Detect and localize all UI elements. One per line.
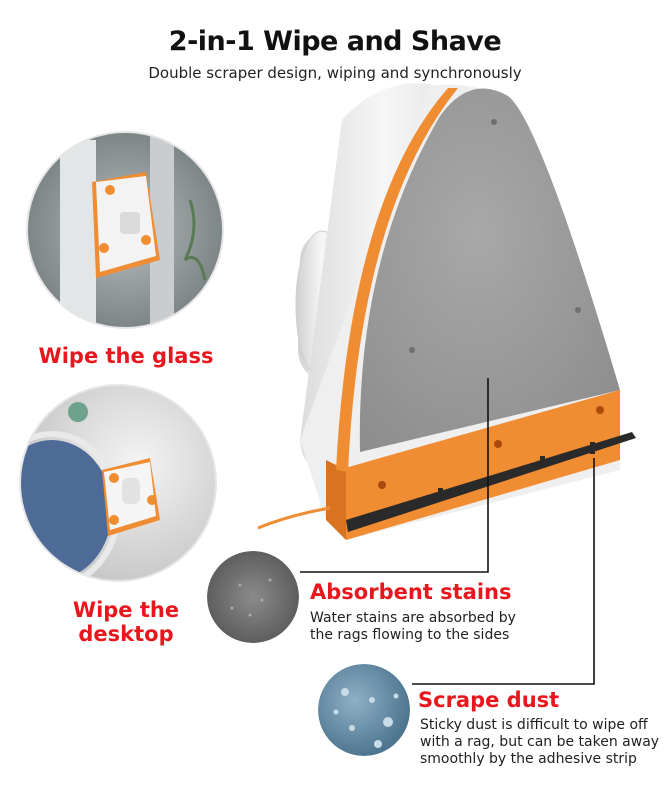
feature-desc-absorbent: Water stains are absorbed by the rags fl… xyxy=(310,610,516,644)
scene-label-desktop: Wipe the desktop xyxy=(0,598,252,646)
glass-scene-image xyxy=(27,132,223,328)
sponge-texture-image xyxy=(207,551,299,643)
feature-desc-scrape: Sticky dust is difficult to wipe off wit… xyxy=(420,717,659,768)
page-title: 2-in-1 Wipe and Shave xyxy=(168,26,502,57)
feature-desc-absorbent-line2: the rags flowing to the sides xyxy=(310,627,510,643)
feature-desc-scrape-line3: smoothly by the adhesive strip xyxy=(420,751,637,767)
feature-title-absorbent: Absorbent stains xyxy=(310,580,512,604)
feature-desc-scrape-line2: with a rag, but can be taken away xyxy=(420,734,660,750)
dust-droplets-image xyxy=(318,664,410,756)
feature-desc-scrape-line1: Sticky dust is difficult to wipe off xyxy=(420,717,648,733)
page-subtitle: Double scraper design, wiping and synchr… xyxy=(148,64,522,82)
sponge-pad xyxy=(359,88,620,452)
feature-desc-absorbent-line1: Water stains are absorbed by xyxy=(310,610,516,626)
scraper-strip xyxy=(346,432,636,532)
connector-line-absorbent xyxy=(300,378,489,573)
scene-label-desktop-line1: Wipe the xyxy=(72,598,180,622)
feature-title-scrape: Scrape dust xyxy=(418,688,560,712)
scene-label-desktop-line2: desktop xyxy=(78,622,174,646)
scene-label-glass: Wipe the glass xyxy=(38,344,214,368)
connector-line-scrape xyxy=(412,458,595,685)
